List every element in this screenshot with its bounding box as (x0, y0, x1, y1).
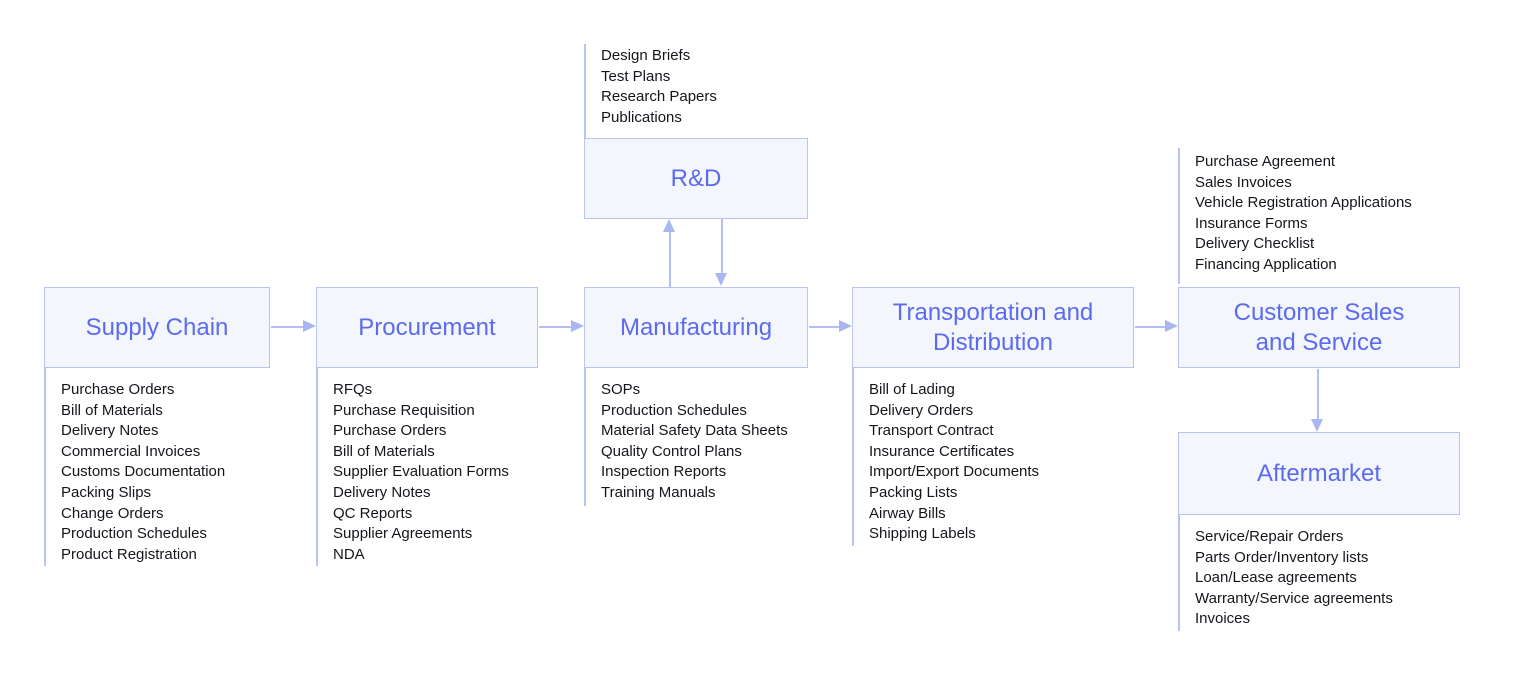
doc-item: RFQs (333, 381, 373, 398)
doc-item: Parts Order/Inventory lists (1195, 548, 1369, 566)
doc-item: Publications (601, 108, 682, 126)
doc-item: Bill of Materials (61, 401, 163, 419)
doc-item: Change Orders (61, 504, 164, 522)
doc-item: Vehicle Registration Applications (1195, 194, 1412, 212)
doc-item: Design Briefs (601, 47, 691, 64)
node-transportation-label: Transportation and Distribution (892, 298, 1094, 356)
arrow-supply-chain-to-procurement (271, 326, 303, 328)
doc-item: Packing Lists (869, 483, 958, 501)
doc-item: Loan/Lease agreements (1195, 569, 1357, 587)
doc-item: Delivery Notes (333, 483, 431, 501)
node-customer-sales-label: Customer Sales and Service (1233, 298, 1405, 356)
doc-item: QC Reports (333, 504, 413, 522)
node-aftermarket[interactable]: Aftermarket (1178, 432, 1460, 515)
node-manufacturing-label: Manufacturing (619, 313, 773, 341)
doc-item: Invoices (1195, 610, 1251, 628)
doc-item: Delivery Notes (61, 422, 159, 440)
doc-item: Training Manuals (601, 483, 716, 501)
arrowhead-transportation-to-customer-sales (1165, 320, 1178, 332)
doc-item: Supplier Evaluation Forms (333, 463, 509, 481)
doc-item: Service/Repair Orders (1195, 528, 1344, 545)
doc-item: Financing Application (1195, 255, 1337, 273)
node-customer-sales[interactable]: Customer Sales and Service (1178, 287, 1460, 368)
node-aftermarket-label: Aftermarket (1256, 459, 1382, 487)
node-supply-chain[interactable]: Supply Chain (44, 287, 270, 368)
doc-item: Delivery Orders (869, 401, 974, 419)
node-supply-chain-label: Supply Chain (85, 313, 229, 341)
doc-item: NDA (333, 545, 365, 563)
doc-item: Customs Documentation (61, 463, 226, 481)
arrowhead-supply-chain-to-procurement (303, 320, 316, 332)
doc-item: SOPs (601, 381, 641, 398)
arrowhead-manufacturing-to-transportation (839, 320, 852, 332)
node-rnd-label: R&D (670, 164, 722, 192)
doc-item: Purchase Orders (61, 381, 175, 398)
arrow-customer-sales-to-aftermarket (1317, 369, 1319, 419)
arrow-manufacturing-to-rnd (669, 232, 671, 287)
doc-item: Material Safety Data Sheets (601, 422, 788, 440)
doc-item: Transport Contract (869, 422, 994, 440)
doc-item: Delivery Checklist (1195, 235, 1315, 253)
doc-item: Shipping Labels (869, 525, 976, 543)
doc-item: Packing Slips (61, 483, 152, 501)
doc-item: Airway Bills (869, 504, 946, 522)
node-procurement[interactable]: Procurement (316, 287, 538, 368)
doc-item: Inspection Reports (601, 463, 727, 481)
arrow-manufacturing-to-transportation (809, 326, 839, 328)
doc-item: Purchase Agreement (1195, 153, 1336, 170)
node-procurement-label: Procurement (358, 313, 496, 341)
doc-item: Bill of Materials (333, 442, 435, 460)
doc-item: Product Registration (61, 545, 197, 563)
arrow-procurement-to-manufacturing (539, 326, 571, 328)
doc-item: Insurance Certificates (869, 442, 1015, 460)
node-manufacturing[interactable]: Manufacturing (584, 287, 808, 368)
node-rnd[interactable]: R&D (584, 138, 808, 219)
doc-item: Production Schedules (61, 525, 207, 543)
arrowhead-rnd-to-manufacturing (715, 273, 727, 286)
doc-item: Test Plans (601, 67, 671, 85)
arrowhead-manufacturing-to-rnd (663, 219, 675, 232)
doc-item: Sales Invoices (1195, 173, 1292, 191)
doc-item: Purchase Requisition (333, 401, 475, 419)
arrow-rnd-to-manufacturing (721, 219, 723, 273)
arrow-transportation-to-customer-sales (1135, 326, 1165, 328)
arrowhead-customer-sales-to-aftermarket (1311, 419, 1323, 432)
doc-item: Bill of Lading (869, 381, 955, 398)
node-transportation[interactable]: Transportation and Distribution (852, 287, 1134, 368)
arrowhead-procurement-to-manufacturing (571, 320, 584, 332)
doc-item: Import/Export Documents (869, 463, 1040, 481)
doc-item: Warranty/Service agreements (1195, 589, 1393, 607)
doc-item: Commercial Invoices (61, 442, 201, 460)
doc-item: Supplier Agreements (333, 525, 473, 543)
doc-item: Production Schedules (601, 401, 747, 419)
doc-item: Purchase Orders (333, 422, 447, 440)
doc-item: Insurance Forms (1195, 214, 1308, 232)
doc-item: Quality Control Plans (601, 442, 742, 460)
doc-item: Research Papers (601, 88, 717, 106)
